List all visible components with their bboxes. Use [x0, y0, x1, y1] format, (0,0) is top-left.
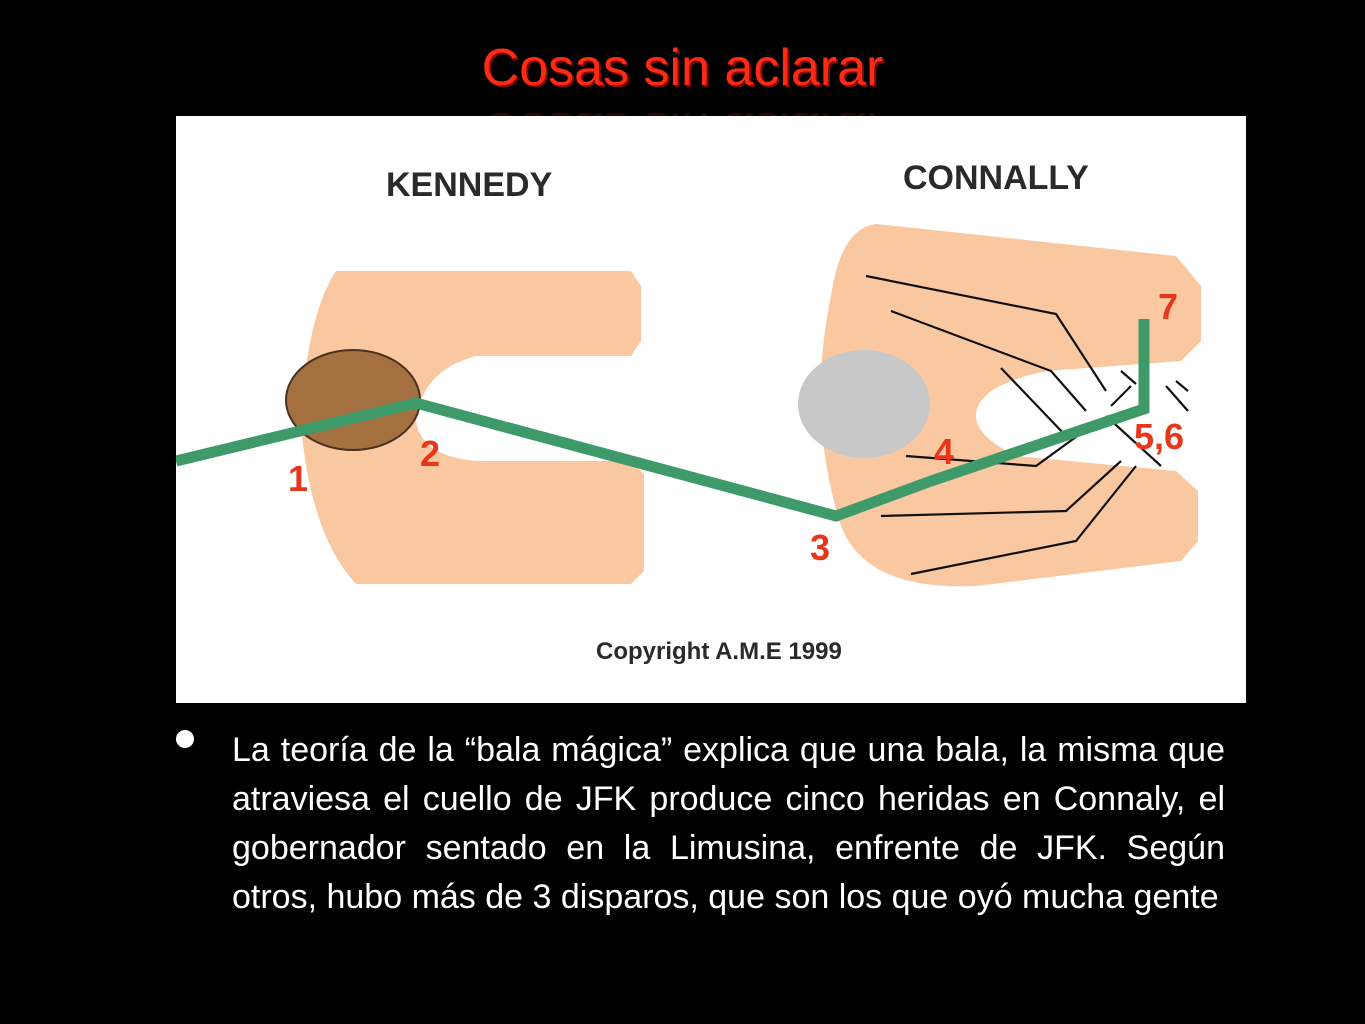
label-kennedy: KENNEDY: [386, 166, 553, 204]
bullet-text: La teoría de la “bala mágica” explica qu…: [232, 731, 1225, 916]
connally-body: [820, 224, 1201, 587]
slide-title: Cosas sin aclarar: [481, 39, 884, 97]
bullet-path: [176, 319, 1150, 522]
bullet-trajectory-diagram: 1 2 3 4 5,6 7 KENNEDY CONNALLY Copyright…: [176, 116, 1246, 703]
label-connally: CONNALLY: [903, 159, 1089, 197]
connally-head: [798, 350, 930, 458]
wound-label-4: 4: [934, 431, 954, 472]
bullet-point-marker: [176, 730, 194, 748]
wound-label-7: 7: [1158, 286, 1178, 327]
wound-label-1: 1: [288, 458, 308, 499]
wound-label-5-6: 5,6: [1134, 416, 1184, 457]
diagram-copyright: Copyright A.M.E 1999: [596, 638, 842, 665]
kennedy-body: [301, 271, 644, 584]
wound-label-2: 2: [420, 433, 440, 474]
diagram-canvas: 1 2 3 4 5,6 7 KENNEDY CONNALLY Copyright…: [176, 159, 1201, 665]
wound-label-3: 3: [810, 527, 830, 568]
